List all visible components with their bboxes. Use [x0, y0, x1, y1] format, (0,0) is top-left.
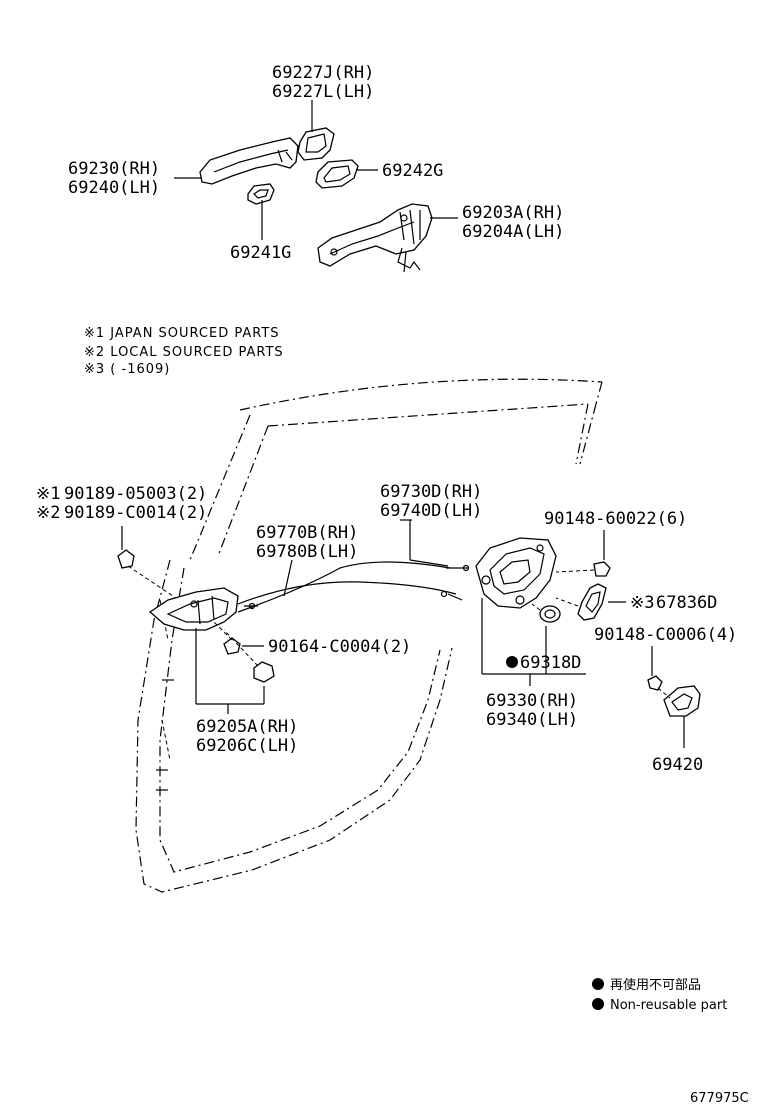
label-90148-60022: 90148-60022(6)	[544, 509, 687, 529]
striker-bolt-drawing	[647, 675, 663, 691]
inside-handle-group	[117, 549, 275, 683]
label-69780b-lh: 69780B(LH)	[256, 542, 358, 562]
top-labels: 69227J(RH) 69227L(LH) 69230(RH) 69240(LH…	[68, 63, 564, 263]
outside-handle-group	[199, 127, 433, 273]
handle-cap-drawing	[297, 127, 335, 161]
label-69770b-rh: 69770B(RH)	[256, 523, 358, 543]
mark-note-1: ※1	[36, 484, 60, 504]
label-69240-lh: 69240(LH)	[68, 178, 160, 198]
screw-90164-drawing	[223, 637, 241, 655]
lower-labels: ※1 90189-05003(2) ※2 90189-C0014(2) 6973…	[36, 482, 737, 775]
label-69318d: 69318D	[520, 653, 581, 673]
lower-leaders	[121, 519, 685, 748]
mark-note-3: ※3	[630, 593, 654, 613]
label-69330-rh: 69330(RH)	[486, 691, 578, 711]
label-69204a-lh: 69204A(LH)	[462, 222, 564, 242]
cap-drawing	[253, 661, 275, 683]
legend-en-text: Non-reusable part	[610, 998, 727, 1013]
legend-dot-jp	[592, 978, 604, 990]
legend: 再使用不可部品 Non-reusable part	[592, 977, 727, 1013]
label-90189-c0014: 90189-C0014(2)	[64, 503, 207, 523]
top-leaders	[174, 100, 458, 240]
label-90148-c0006: 90148-C0006(4)	[594, 625, 737, 645]
handle-frame-drawing	[317, 203, 433, 267]
outside-handle-drawing	[199, 137, 299, 185]
ring-69318-drawing	[539, 605, 561, 623]
door-lock-drawing	[475, 537, 557, 609]
note-date-range: ※3 ( -1609)	[84, 362, 170, 377]
cables	[237, 561, 470, 613]
label-69241g: 69241G	[230, 243, 291, 263]
label-90164-c0004: 90164-C0004(2)	[268, 637, 411, 657]
label-69227-rh: 69227J(RH)	[272, 63, 374, 83]
bolt-90189-drawing	[117, 549, 135, 569]
inside-handle-drawing	[148, 587, 239, 631]
label-69205a-rh: 69205A(RH)	[196, 717, 298, 737]
label-69340-lh: 69340(LH)	[486, 710, 578, 730]
label-69203a-rh: 69203A(RH)	[462, 203, 564, 223]
mark-note-2: ※2	[36, 503, 60, 523]
gasket-drawing	[315, 159, 359, 189]
legend-dot-en	[592, 998, 604, 1010]
screw-90148-drawing	[593, 561, 611, 577]
cover-67836-drawing	[577, 583, 607, 621]
label-69420: 69420	[652, 755, 703, 775]
label-90189-05003: 90189-05003(2)	[64, 484, 207, 504]
label-69206c-lh: 69206C(LH)	[196, 736, 298, 756]
label-67836d: 67836D	[656, 593, 717, 613]
notes-block: ※1 JAPAN SOURCED PARTS ※2 LOCAL SOURCED …	[84, 326, 284, 377]
non-reusable-marker	[506, 656, 518, 668]
note-local-sourced: ※2 LOCAL SOURCED PARTS	[84, 345, 284, 360]
small-gasket-drawing	[247, 183, 275, 205]
label-69730d-rh: 69730D(RH)	[380, 482, 482, 502]
figure-id: 677975C	[690, 1091, 749, 1106]
label-69242g: 69242G	[382, 161, 443, 181]
label-69230-rh: 69230(RH)	[68, 159, 160, 179]
striker-group	[647, 675, 701, 717]
note-japan-sourced: ※1 JAPAN SOURCED PARTS	[84, 326, 280, 341]
label-69740d-lh: 69740D(LH)	[380, 501, 482, 521]
striker-drawing	[663, 685, 701, 717]
door-outline	[135, 378, 603, 893]
door-lock-group	[475, 537, 611, 623]
label-69227-lh: 69227L(LH)	[272, 82, 374, 102]
legend-jp-text: 再使用不可部品	[610, 977, 701, 993]
